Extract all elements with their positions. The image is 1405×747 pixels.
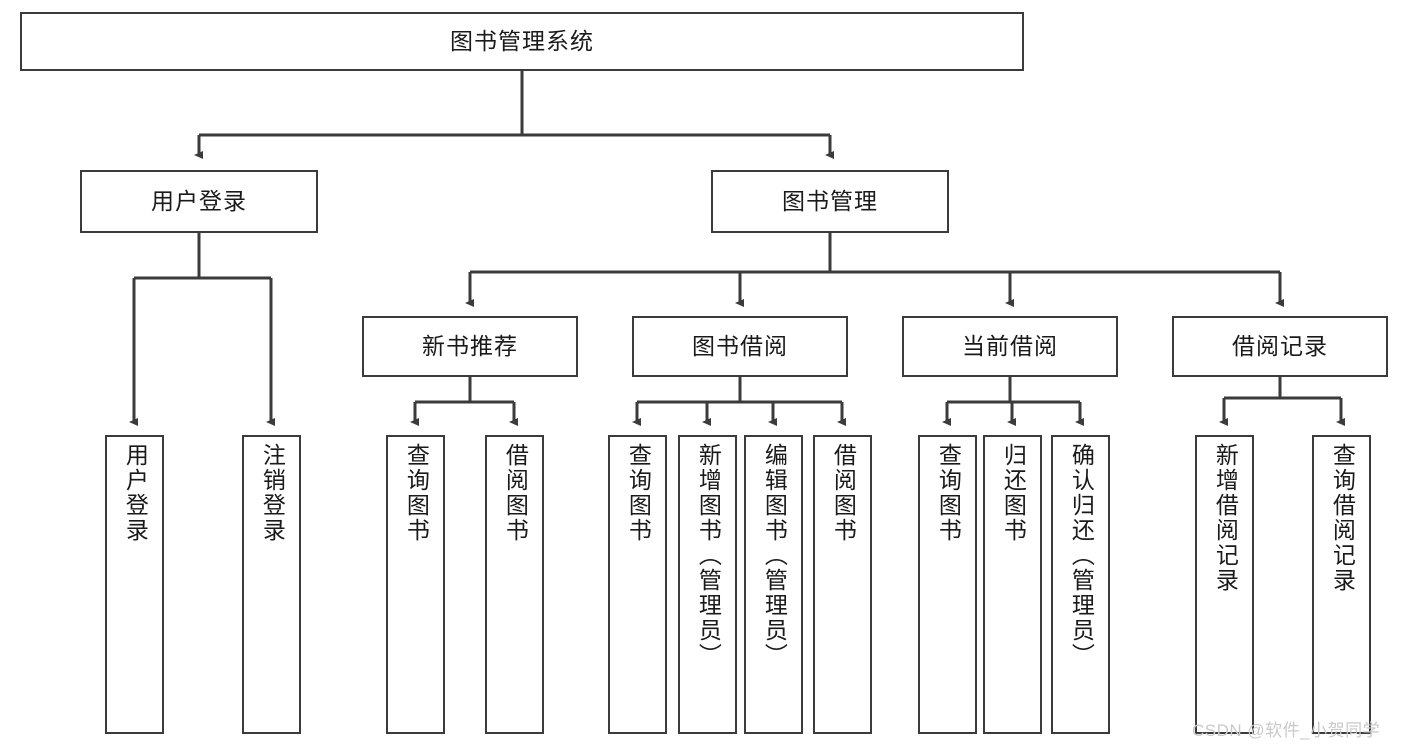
node-leaf-add-book-label: 新增图书（管理员）	[695, 443, 722, 668]
node-leaf-query-book-3-label: 查询图书	[935, 443, 962, 543]
node-leaf-edit-book[interactable]: 编辑图书（管理员）	[744, 435, 803, 734]
node-book-borrow[interactable]: 图书借阅	[632, 316, 848, 377]
node-user-login-label: 用户登录	[151, 187, 247, 214]
node-leaf-confirm-return-label: 确认归还（管理员）	[1068, 443, 1095, 668]
node-leaf-user-login[interactable]: 用户登录	[105, 435, 164, 734]
node-leaf-user-logout-label: 注销登录	[259, 443, 286, 543]
node-leaf-query-record[interactable]: 查询借阅记录	[1312, 435, 1371, 734]
node-leaf-query-book-2-label: 查询图书	[625, 443, 652, 543]
node-current-borrow[interactable]: 当前借阅	[902, 316, 1118, 377]
node-leaf-edit-book-label: 编辑图书（管理员）	[761, 443, 788, 668]
node-borrow-record-label: 借阅记录	[1232, 332, 1328, 359]
node-book-borrow-label: 图书借阅	[692, 332, 788, 359]
node-leaf-borrow-book-1-label: 借阅图书	[502, 443, 529, 543]
node-leaf-confirm-return[interactable]: 确认归还（管理员）	[1051, 435, 1110, 734]
node-leaf-add-record[interactable]: 新增借阅记录	[1195, 435, 1254, 734]
node-leaf-add-book[interactable]: 新增图书（管理员）	[678, 435, 737, 734]
node-leaf-query-book-3[interactable]: 查询图书	[918, 435, 977, 734]
node-borrow-record[interactable]: 借阅记录	[1172, 316, 1388, 377]
node-leaf-query-book-2[interactable]: 查询图书	[608, 435, 667, 734]
node-leaf-return-book[interactable]: 归还图书	[983, 435, 1042, 734]
node-new-book-recommend-label: 新书推荐	[422, 332, 518, 359]
node-new-book-recommend[interactable]: 新书推荐	[362, 316, 578, 377]
node-book-manage[interactable]: 图书管理	[711, 170, 949, 233]
node-leaf-add-record-label: 新增借阅记录	[1212, 443, 1239, 593]
node-current-borrow-label: 当前借阅	[962, 332, 1058, 359]
node-user-login[interactable]: 用户登录	[80, 170, 318, 233]
node-leaf-query-record-label: 查询借阅记录	[1329, 443, 1356, 593]
node-leaf-query-book-1-label: 查询图书	[403, 443, 430, 543]
node-book-manage-label: 图书管理	[782, 187, 878, 214]
node-leaf-borrow-book-2[interactable]: 借阅图书	[813, 435, 872, 734]
node-leaf-borrow-book-1[interactable]: 借阅图书	[485, 435, 544, 734]
csdn-watermark: CSDN @软件_小贺同学	[1192, 721, 1381, 740]
node-leaf-query-book-1[interactable]: 查询图书	[386, 435, 445, 734]
node-leaf-borrow-book-2-label: 借阅图书	[830, 443, 857, 543]
node-root[interactable]: 图书管理系统	[20, 12, 1024, 71]
node-leaf-user-logout[interactable]: 注销登录	[242, 435, 301, 734]
node-root-label: 图书管理系统	[450, 27, 594, 54]
node-leaf-user-login-label: 用户登录	[122, 443, 149, 543]
node-leaf-return-book-label: 归还图书	[1000, 443, 1027, 543]
